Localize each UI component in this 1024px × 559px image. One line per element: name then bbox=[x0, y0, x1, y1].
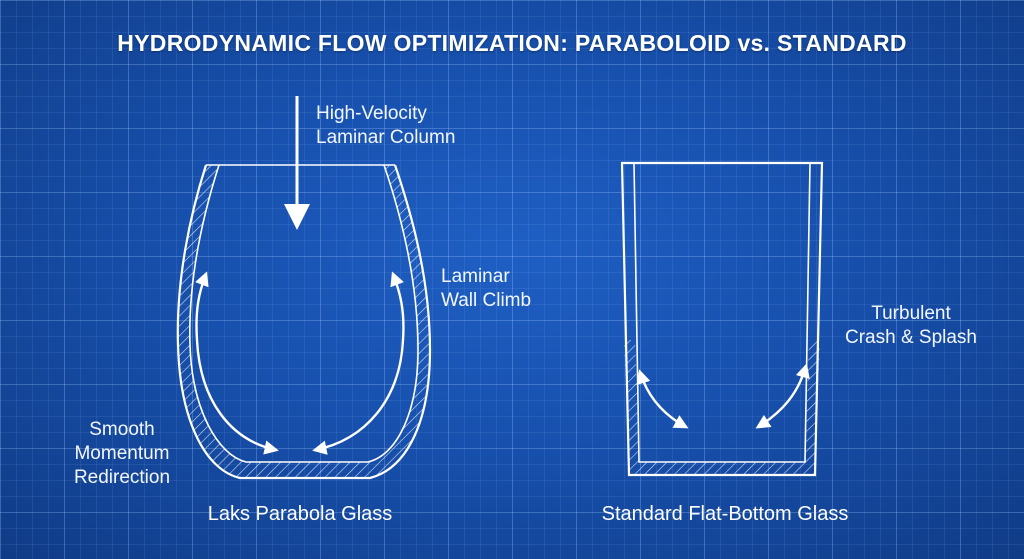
flat-bottom-glass-hatch bbox=[624, 340, 820, 475]
wall-climb-label: Laminar Wall Climb bbox=[441, 265, 531, 313]
flat-bottom-glass-outer bbox=[620, 161, 824, 477]
parabola-glass-outer bbox=[176, 164, 432, 480]
right-redirect-arrow bbox=[312, 271, 405, 455]
parabola-glass-inner bbox=[189, 164, 419, 463]
inflow-label: High-Velocity Laminar Column bbox=[316, 102, 455, 150]
flat-bottom-glass-inner bbox=[633, 162, 811, 463]
inflow-label-line-2: Laminar Column bbox=[316, 127, 456, 148]
left-redirect-arrow bbox=[195, 271, 279, 455]
wall-climb-label-line-1: Laminar bbox=[441, 266, 510, 287]
inflow-arrow bbox=[284, 96, 310, 230]
diagram-title: HYDRODYNAMIC FLOW OPTIMIZATION: PARABOLO… bbox=[117, 30, 907, 56]
flat-bottom-glass bbox=[620, 161, 824, 477]
momentum-label-line-2: Momentum bbox=[74, 443, 170, 464]
turbulent-left-arrow bbox=[636, 369, 689, 429]
momentum-label-line-1: Smooth bbox=[89, 419, 155, 440]
momentum-label: Smooth Momentum Redirection bbox=[66, 418, 178, 490]
turbulent-right-arrow bbox=[755, 363, 810, 429]
parabola-glass-caption: Laks Parabola Glass bbox=[207, 503, 393, 525]
turbulent-label-line-1: Turbulent bbox=[871, 303, 951, 324]
wall-climb-label-line-2: Wall Climb bbox=[441, 290, 532, 311]
turbulent-label: Turbulent Crash & Splash bbox=[836, 302, 986, 350]
flat-bottom-glass-caption: Standard Flat-Bottom Glass bbox=[601, 503, 849, 525]
inflow-label-line-1: High-Velocity bbox=[316, 103, 427, 124]
turbulent-label-line-2: Crash & Splash bbox=[844, 327, 977, 348]
momentum-label-line-3: Redirection bbox=[73, 467, 171, 488]
